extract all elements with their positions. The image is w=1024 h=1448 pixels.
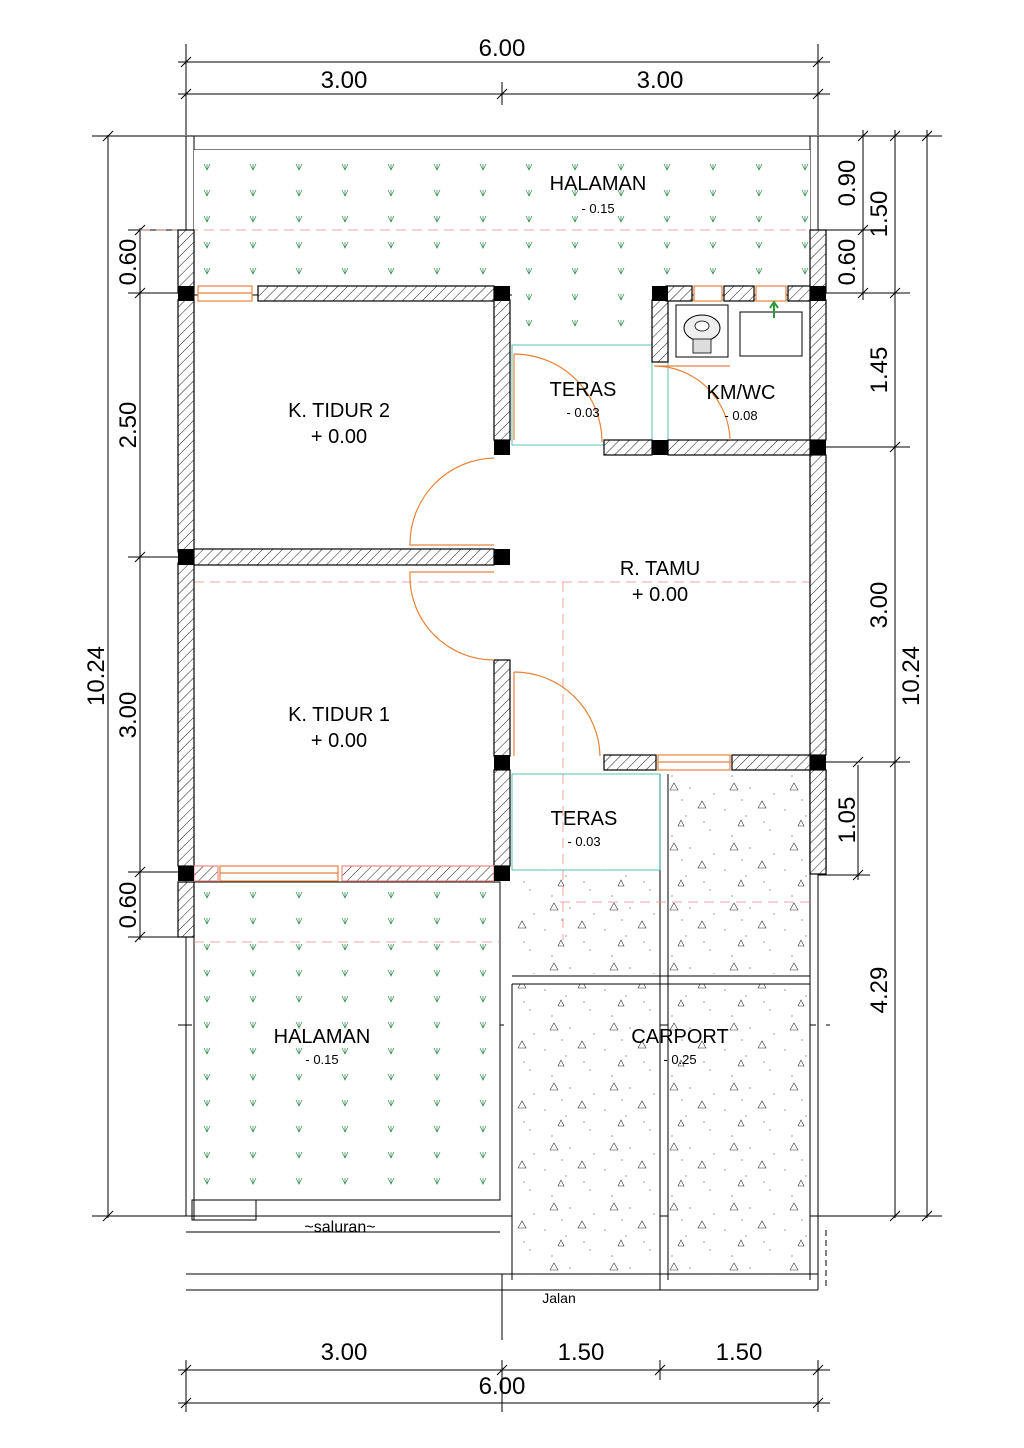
room-labels: HALAMAN - 0.15 K. TIDUR 2 + 0.00 TERAS -… <box>274 173 776 1306</box>
kamar1-name: K. TIDUR 1 <box>288 704 390 726</box>
right-dimensions: 0.90 1.50 0.60 1.45 3.00 10.24 1.05 4.29 <box>818 130 942 1222</box>
dim-left-b: 2.50 <box>115 402 142 449</box>
kamar2-level: + 0.00 <box>311 426 367 448</box>
guide-lines <box>140 229 810 943</box>
dim-right-total: 10.24 <box>898 646 925 706</box>
halaman-top-name: HALAMAN <box>550 173 647 195</box>
dim-bottom-total: 6.00 <box>479 1373 526 1400</box>
dim-left-c: 3.00 <box>115 692 142 739</box>
kmwc-name: KM/WC <box>707 382 776 404</box>
dim-right-d: 1.45 <box>866 347 893 394</box>
dim-left-d: 0.60 <box>115 882 142 929</box>
walls <box>177 229 827 938</box>
door-teras-bottom <box>513 671 601 757</box>
dim-right-f: 1.05 <box>834 797 861 844</box>
halaman-bottom-name: HALAMAN <box>274 1026 371 1048</box>
halaman-bottom-level: - 0.15 <box>305 1052 338 1067</box>
saluran-label: ~saluran~ <box>304 1219 375 1236</box>
dim-top-total: 6.00 <box>479 35 526 62</box>
dim-right-b: 1.50 <box>866 191 893 238</box>
tamu-name: R. TAMU <box>620 558 700 580</box>
jalan-label: Jalan <box>542 1290 575 1306</box>
window-wc-2 <box>755 285 787 302</box>
basin-icon <box>739 300 803 357</box>
windows <box>197 285 787 882</box>
dim-bottom-left: 3.00 <box>321 1339 368 1366</box>
carport-fill-left <box>512 984 660 1274</box>
dim-right-e: 3.00 <box>866 582 893 629</box>
dim-bottom-right: 1.50 <box>716 1339 763 1366</box>
door-kmwc <box>653 365 731 441</box>
window-wc-1 <box>693 285 723 302</box>
teras-top-level: - 0.03 <box>566 405 599 420</box>
garden-top-fill <box>194 150 810 293</box>
dim-top-left: 3.00 <box>321 67 368 94</box>
carport-fill-right <box>668 984 810 1274</box>
teras-bottom-name: TERAS <box>551 808 618 830</box>
carport-name: CARPORT <box>631 1026 728 1048</box>
dim-left-a: 0.60 <box>115 239 142 286</box>
teras-bottom-level: - 0.03 <box>567 834 600 849</box>
door-teras-top <box>513 353 603 443</box>
columns <box>178 286 826 881</box>
top-dimensions: 6.00 3.00 3.00 <box>178 35 830 135</box>
doors <box>409 353 731 757</box>
halaman-top-level: - 0.15 <box>581 201 614 216</box>
door-kamar1 <box>409 571 495 661</box>
dim-bottom-mid: 1.50 <box>558 1339 605 1366</box>
street-area <box>186 1199 827 1340</box>
carport-fill-right-upper <box>668 774 810 974</box>
teras-top-name: TERAS <box>550 379 617 401</box>
kamar2-name: K. TIDUR 2 <box>288 400 390 422</box>
dim-right-g: 4.29 <box>866 967 893 1014</box>
carport-level: - 0.25 <box>663 1052 696 1067</box>
dim-right-c: 0.60 <box>834 239 861 286</box>
dim-top-right: 3.00 <box>637 67 684 94</box>
tamu-level: + 0.00 <box>632 584 688 606</box>
carport-fill-left-upper <box>512 870 660 974</box>
dim-left-total: 10.24 <box>83 646 110 706</box>
left-dimensions: 10.24 0.60 2.50 3.00 0.60 <box>83 130 186 1222</box>
toilet-icon <box>675 304 729 358</box>
kamar1-level: + 0.00 <box>311 730 367 752</box>
garden-bottom-fill <box>194 882 500 1200</box>
teras-top-garden-fill <box>512 293 652 345</box>
door-kamar2 <box>409 457 495 546</box>
dim-right-a: 0.90 <box>834 160 861 207</box>
kmwc-level: - 0.08 <box>724 408 757 423</box>
